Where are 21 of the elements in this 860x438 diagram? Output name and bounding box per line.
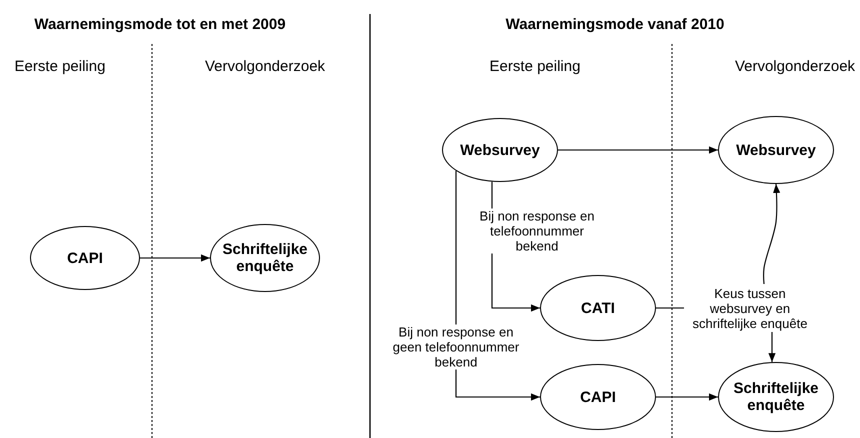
column-heading: Eerste peiling	[490, 58, 580, 75]
node-label: Websurvey	[460, 142, 540, 158]
arrow	[763, 184, 780, 284]
node-label: CAPI	[580, 388, 616, 406]
node-label: CAPI	[67, 250, 103, 266]
node-label: Schriftelijke enquête	[221, 241, 309, 275]
edge-label: Bij non response en geen telefoonnummer bekend	[392, 324, 520, 370]
column-heading: Vervolgonderzoek	[734, 58, 856, 75]
node-label: Schriftelijke enquête	[732, 380, 820, 414]
node-label: CATI	[581, 300, 615, 316]
column-heading: Vervolgonderzoek	[204, 58, 326, 75]
node-label: Websurvey	[736, 142, 816, 158]
section-heading: Waarnemingsmode vanaf 2010	[506, 16, 724, 33]
connector-line	[656, 307, 684, 309]
arrow	[558, 146, 718, 154]
note-text: Keus tussen websurvey en schriftelijke enquête	[692, 286, 808, 330]
arrow	[656, 393, 718, 401]
column-heading: Eerste peiling	[14, 58, 106, 75]
arrow	[140, 254, 210, 262]
section-heading: Waarnemingsmode tot en met 2009	[34, 16, 286, 33]
arrow	[768, 332, 776, 362]
